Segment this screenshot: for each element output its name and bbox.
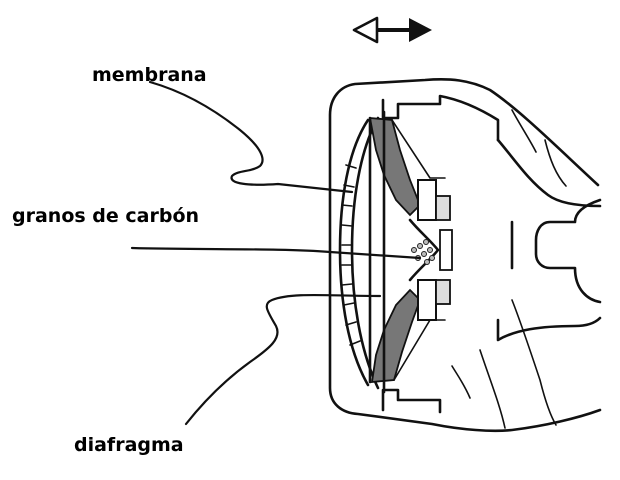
leader-lines	[130, 80, 422, 426]
membrane	[338, 116, 380, 390]
double-headed-arrow-icon	[352, 16, 432, 44]
carbon-granules	[411, 239, 435, 265]
diaphragm	[368, 110, 446, 394]
membrana-leader	[148, 80, 354, 194]
diafragma-leader	[184, 293, 382, 426]
carbon-chamber	[408, 179, 453, 321]
membrana-label: membrana	[92, 64, 207, 86]
diafragma-label: diafragma	[74, 434, 184, 456]
capsule-housing	[328, 78, 602, 433]
granos-de-carbon-label: granos de carbón	[12, 205, 200, 227]
granos-leader	[130, 246, 422, 260]
